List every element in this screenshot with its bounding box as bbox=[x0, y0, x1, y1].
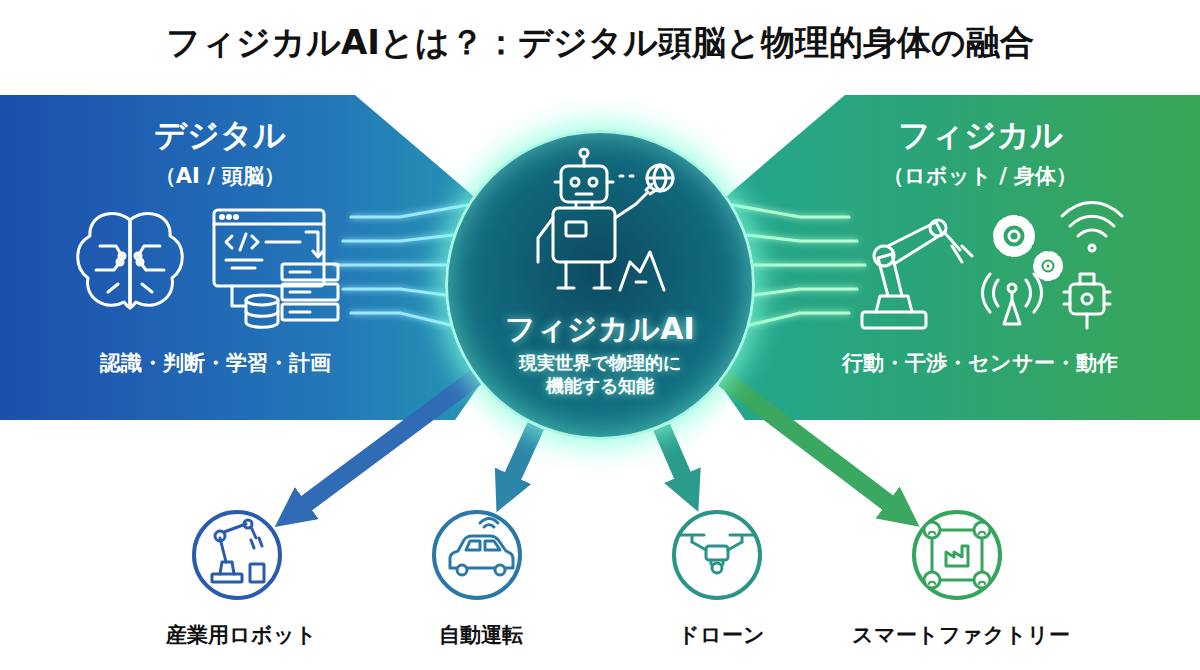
hub-circle: フィジカルAI現実世界で物理的に 機能する知能 bbox=[445, 130, 755, 440]
application-label: ドローン bbox=[601, 622, 841, 649]
band-subheading: （AI / 頭脳） bbox=[70, 163, 370, 190]
band-keywords: 行動・干渉・センサー・動作 bbox=[800, 350, 1160, 377]
hub-description: 現実世界で物理的に 機能する知能 bbox=[510, 351, 690, 398]
band-heading: デジタル bbox=[70, 115, 370, 157]
application-circle: 産業用ロボット bbox=[192, 510, 282, 600]
connector bbox=[511, 426, 535, 479]
band-keywords: 認識・判断・学習・計画 bbox=[35, 350, 395, 377]
application-label: 産業用ロボット bbox=[121, 622, 361, 649]
band-subheading: （ロボット / 身体） bbox=[830, 163, 1130, 190]
band-heading: フィジカル bbox=[830, 115, 1130, 157]
application-label: スマートファクトリー bbox=[841, 622, 1081, 649]
application-circle: 自動運転 bbox=[432, 510, 522, 600]
connector bbox=[662, 427, 684, 479]
application-circle: スマートファクトリー bbox=[912, 510, 1002, 600]
application-circle: ドローン bbox=[672, 510, 762, 600]
diagram-title: フィジカルAIとは？：デジタル頭脳と物理的身体の融合 bbox=[0, 20, 1200, 66]
hub-heading: フィジカルAI bbox=[450, 309, 750, 348]
application-label: 自動運転 bbox=[361, 622, 601, 649]
